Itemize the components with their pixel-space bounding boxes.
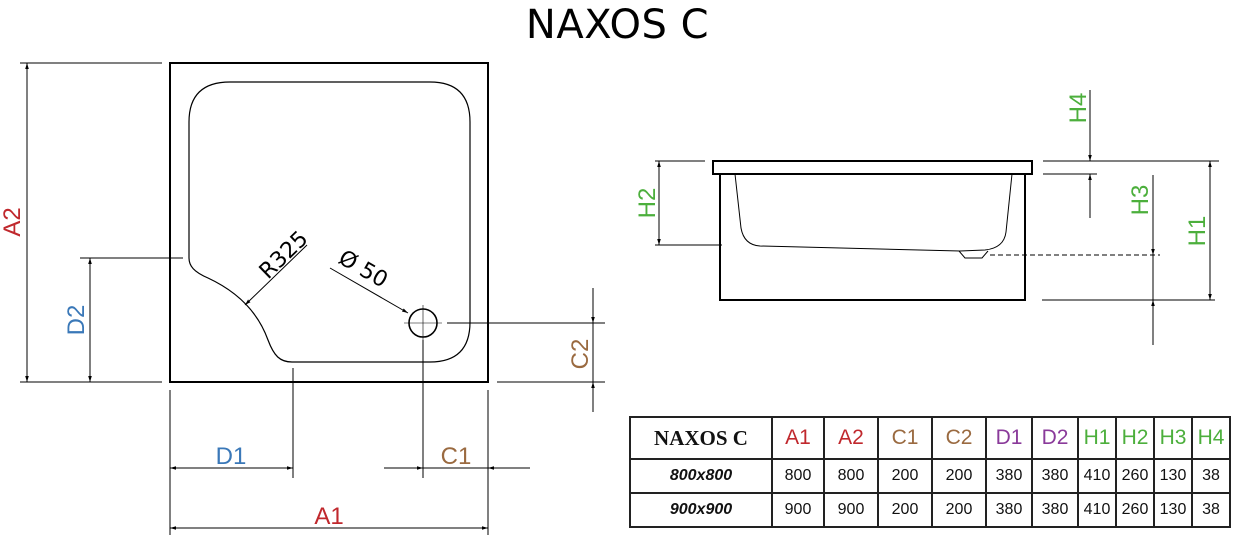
plan-view: [20, 62, 605, 535]
cell-h4: 38: [1191, 458, 1231, 494]
row-model: 900x900: [629, 492, 773, 528]
col-header-h2: H2: [1115, 416, 1155, 460]
cell-a1: 800: [771, 458, 825, 494]
col-header-c1: C1: [877, 416, 933, 460]
cell-c2: 200: [931, 492, 987, 528]
cell-d1: 380: [985, 492, 1033, 528]
cell-d1: 380: [985, 458, 1033, 494]
col-header-h1: H1: [1077, 416, 1117, 460]
col-header-h3: H3: [1153, 416, 1193, 460]
label-a2: A2: [0, 207, 26, 236]
col-header-a2: A2: [823, 416, 879, 460]
label-d2: D2: [63, 305, 90, 336]
label-a1: A1: [314, 503, 343, 530]
row-model: 800x800: [629, 458, 773, 494]
label-d1: D1: [216, 443, 247, 470]
cell-c1: 200: [877, 492, 933, 528]
label-c1: C1: [441, 443, 472, 470]
cell-h3: 130: [1153, 458, 1193, 494]
cell-c2: 200: [931, 458, 987, 494]
col-header-d1: D1: [985, 416, 1033, 460]
col-header-d2: D2: [1031, 416, 1079, 460]
radius-annotation: R325: [255, 227, 314, 285]
dimensions-table: NAXOS C A1 A2 C1 C2 D1 D2 H1 H2 H3 H4 80…: [629, 416, 1231, 528]
table-row: 800x800 800 800 200 200 380 380 410 260 …: [629, 458, 1231, 494]
cell-h3: 130: [1153, 492, 1193, 528]
cell-h2: 260: [1115, 492, 1155, 528]
rim: [712, 160, 1033, 175]
drain-annotation: Ø 50: [334, 246, 392, 294]
drain-profile: [958, 250, 989, 259]
col-header-h4: H4: [1191, 416, 1231, 460]
label-h2: H2: [634, 188, 661, 219]
page-title: NAXOS C: [525, 2, 710, 48]
r325-leader: [244, 244, 308, 306]
cell-h1: 410: [1077, 492, 1117, 528]
cell-a2: 800: [823, 458, 879, 494]
label-h4: H4: [1065, 93, 1092, 124]
label-c2: C2: [567, 339, 594, 370]
col-header-a1: A1: [771, 416, 825, 460]
cell-d2: 380: [1031, 458, 1079, 494]
cell-h1: 410: [1077, 458, 1117, 494]
label-h3: H3: [1127, 185, 1154, 216]
side-view: [655, 90, 1219, 345]
cell-a2: 900: [823, 492, 879, 528]
label-h1: H1: [1184, 216, 1211, 247]
tray-outline: [169, 62, 489, 383]
drain-leader: [329, 267, 409, 314]
cell-h2: 260: [1115, 458, 1155, 494]
cell-a1: 900: [771, 492, 825, 528]
cell-h4: 38: [1191, 492, 1231, 528]
table-row: 900x900 900 900 200 200 380 380 410 260 …: [629, 492, 1231, 528]
col-header-c2: C2: [931, 416, 987, 460]
body-outline: [719, 174, 1026, 301]
cell-d2: 380: [1031, 492, 1079, 528]
cell-c1: 200: [877, 458, 933, 494]
model-header: NAXOS C: [629, 416, 773, 460]
table-header-row: NAXOS C A1 A2 C1 C2 D1 D2 H1 H2 H3 H4: [629, 416, 1231, 460]
basin-profile: [734, 173, 1013, 252]
basin-outline: [188, 81, 471, 363]
